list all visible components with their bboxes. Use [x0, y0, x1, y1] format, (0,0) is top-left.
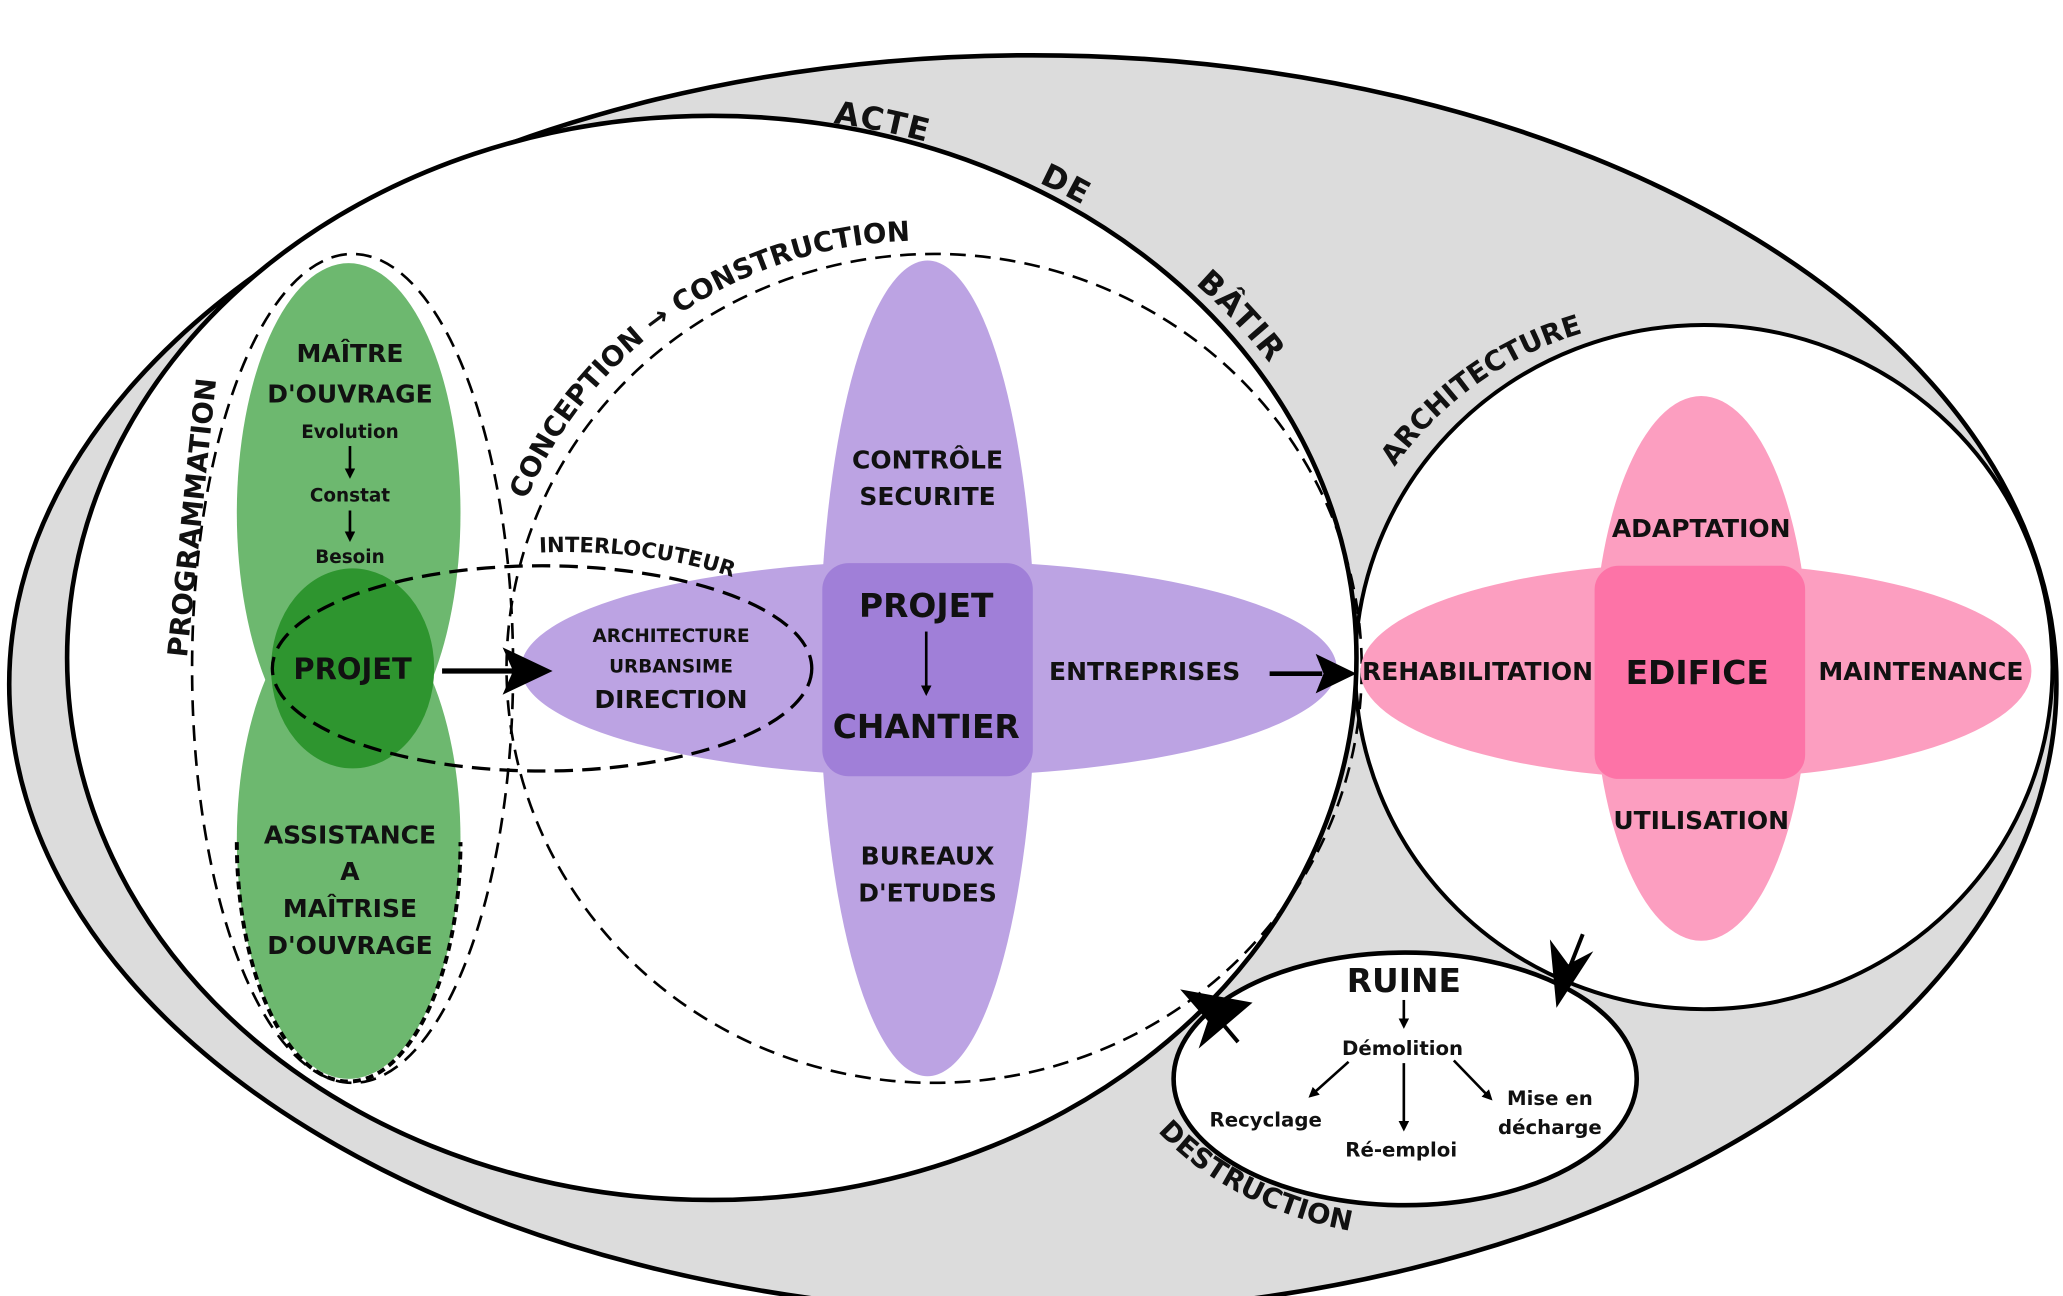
pink-intersection [1594, 565, 1806, 779]
maitre-ouvrage-label-1: MAÎTRE [297, 339, 404, 368]
projet-green-ellipse [271, 568, 435, 769]
assistance-label-2: A [340, 857, 360, 886]
step-besoin: Besoin [315, 547, 385, 568]
mise-en-decharge-label-2: décharge [1498, 1116, 1602, 1139]
bureaux-label-1: BUREAUX [861, 841, 995, 870]
controle-label-1: CONTRÔLE [852, 444, 1003, 474]
assistance-label-1: ASSISTANCE [264, 820, 436, 849]
chantier-label: CHANTIER [833, 707, 1020, 746]
controle-label-2: SECURITE [859, 482, 995, 511]
bureaux-label-2: D'ETUDES [858, 878, 997, 907]
step-evolution: Evolution [301, 422, 398, 443]
reemploi-label: Ré-emploi [1345, 1139, 1457, 1162]
projet-conception-label: PROJET [859, 586, 994, 625]
arrow-architecture-to-ruine-head [1549, 939, 1594, 1008]
direction-line-2: URBANSIME [609, 656, 733, 677]
arrow-projet-to-conception-head [502, 647, 553, 695]
interlocuteur-ellipse [270, 564, 814, 773]
assistance-label-3: MAÎTRISE [283, 894, 417, 923]
direction-line-3: DIRECTION [594, 685, 747, 714]
arrow-conception-to-architecture-head [1315, 653, 1357, 694]
rehabilitation-label: REHABILITATION [1362, 657, 1593, 686]
arrow-demolition-recyclage [1308, 1060, 1350, 1098]
step-constat: Constat [310, 485, 390, 506]
demolition-label: Démolition [1342, 1037, 1463, 1060]
arrow-ruine-to-conception-head [1180, 989, 1253, 1049]
ruine-label: RUINE [1347, 961, 1461, 1000]
maintenance-label: MAINTENANCE [1818, 657, 2023, 686]
projet-programmation-label: PROJET [293, 652, 412, 686]
direction-line-1: ARCHITECTURE [592, 626, 749, 647]
maitre-ouvrage-label-2: D'OUVRAGE [267, 380, 432, 409]
utilisation-label: UTILISATION [1613, 806, 1789, 835]
entreprises-label: ENTREPRISES [1049, 657, 1240, 686]
adaptation-label: ADAPTATION [1612, 514, 1791, 543]
arrow-demolition-decharge [1452, 1059, 1493, 1101]
recyclage-label: Recyclage [1210, 1108, 1322, 1131]
mise-en-decharge-label-1: Mise en [1507, 1087, 1593, 1110]
assistance-label-4: D'OUVRAGE [267, 931, 432, 960]
edifice-label: EDIFICE [1626, 653, 1769, 692]
